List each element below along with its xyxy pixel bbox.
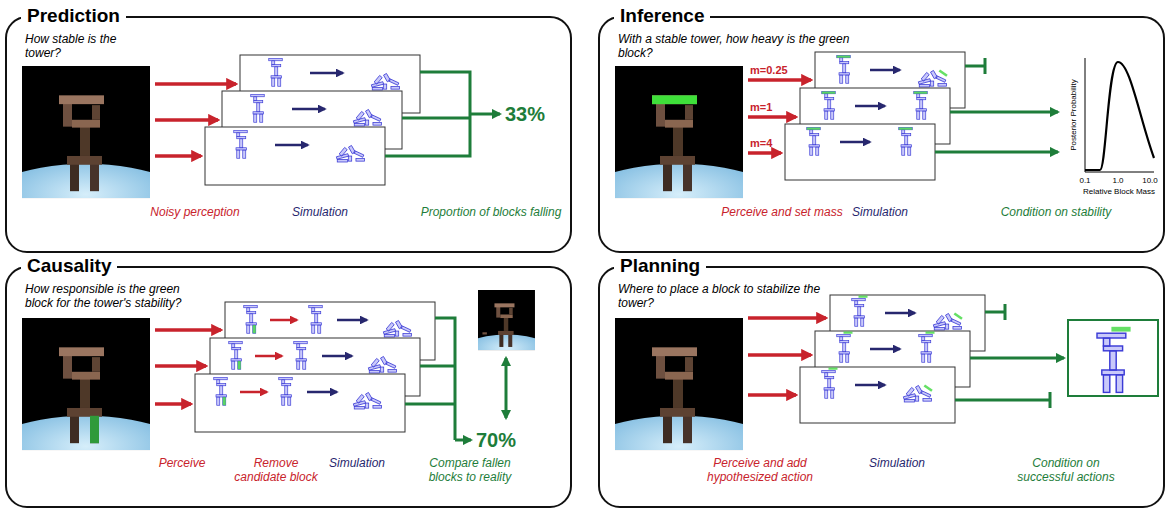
label: Perceive and add hypothesized action <box>700 456 820 484</box>
label: 0.1 <box>1075 176 1095 185</box>
sim-frames <box>205 55 420 185</box>
green-conditions <box>935 58 1058 152</box>
panel-question: Where to place a block to stabilize the … <box>618 282 830 310</box>
label: Simulation <box>840 205 920 219</box>
label: m=4 <box>750 137 782 150</box>
label: Compare fallen blocks to reality <box>418 456 522 484</box>
panel-title: Prediction <box>21 4 126 28</box>
panel-question: How stable is the tower? <box>25 32 125 60</box>
tower-photo <box>0 66 204 266</box>
label: Perceive and set mass <box>712 205 852 219</box>
green-conditions <box>955 304 1064 408</box>
sim-frames <box>195 302 435 432</box>
posterior-plot <box>1085 58 1154 172</box>
panel-title: Inference <box>614 4 710 28</box>
label: Proportion of blocks falling <box>412 205 570 219</box>
tower-photo <box>561 66 797 266</box>
label: 70% <box>476 428 546 452</box>
label: Remove candidate block <box>230 456 322 484</box>
green-merge <box>405 318 506 440</box>
label: Simulation <box>860 456 934 470</box>
panel-title: Planning <box>614 254 706 278</box>
label: m=0.25 <box>750 64 806 77</box>
label: Condition on successful actions <box>1006 456 1126 484</box>
label: 1.0 <box>1108 176 1128 185</box>
label: m=1 <box>750 101 790 114</box>
label: Noisy perception <box>140 205 250 219</box>
label: Simulation <box>280 205 360 219</box>
panel-question: How responsible is the green block for t… <box>25 282 203 310</box>
label: Perceive <box>152 456 212 470</box>
label: Simulation <box>320 456 394 470</box>
sim-frames <box>785 52 965 180</box>
label: Relative Block Mass <box>1078 187 1160 196</box>
panel-question: With a stable tower, how heavy is the gr… <box>618 32 868 60</box>
sim-frames <box>800 295 985 423</box>
result-frame <box>1068 320 1158 396</box>
label: 33% <box>505 102 565 126</box>
green-merge <box>385 72 500 156</box>
tower-photo <box>0 318 204 513</box>
label: Condition on stability <box>990 205 1122 219</box>
panel-title: Causality <box>21 254 117 278</box>
label: Posterior Probability <box>1069 79 1078 151</box>
label: 10.0 <box>1139 176 1161 185</box>
